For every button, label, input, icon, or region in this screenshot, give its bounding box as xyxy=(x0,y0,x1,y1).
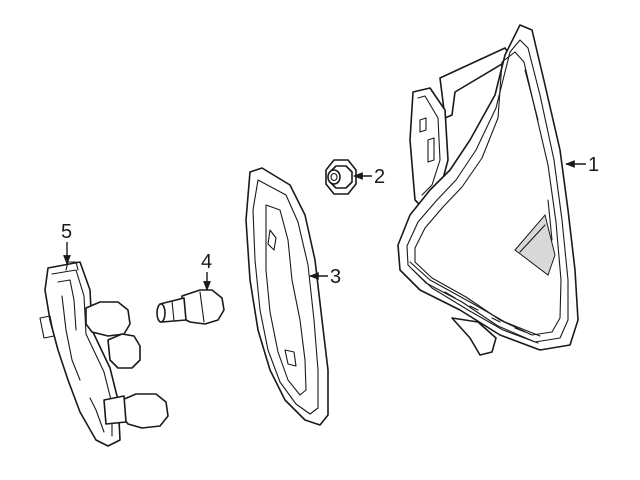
callout-leaders xyxy=(63,160,586,291)
callout-3: 3 xyxy=(330,266,341,288)
tail-lamp-housing xyxy=(397,24,579,356)
nut xyxy=(325,159,357,195)
bulb xyxy=(156,289,225,325)
callout-2: 2 xyxy=(374,166,385,188)
callout-4: 4 xyxy=(201,251,212,273)
callout-labels: 1 2 3 4 5 xyxy=(61,154,599,288)
gasket xyxy=(245,167,329,426)
callout-5: 5 xyxy=(61,221,72,243)
bulb-socket-board xyxy=(39,261,169,447)
callout-1: 1 xyxy=(588,154,599,176)
